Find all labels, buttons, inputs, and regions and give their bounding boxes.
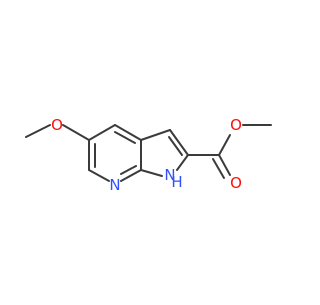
- bond-c6-n7: [88, 169, 110, 182]
- bond-o1-c5: [62, 124, 90, 141]
- bond-methyl-o1: [25, 124, 51, 138]
- bond-n1-c7a: [140, 169, 163, 177]
- bond-c3a-c4: [114, 124, 142, 141]
- bond-ccarbonyl-ocarbonyl-inner: [212, 158, 225, 179]
- bond-c2-n1: [176, 154, 189, 171]
- bond-ccarbonyl-ocarbonyl: [218, 154, 231, 176]
- atom-label-nitrogen-pyrrole: N: [164, 166, 175, 184]
- bond-c3-c2: [169, 129, 189, 156]
- structure-diagram: O N N H O O: [25, 116, 272, 194]
- molecule-drawing: O N N H O O: [25, 116, 272, 194]
- bonds: [25, 124, 272, 182]
- atom-label-nitrogen-pyridine: N: [109, 176, 120, 194]
- atom-label-oxygen-methoxy: O: [51, 116, 63, 134]
- bond-c5-c4: [88, 124, 116, 141]
- atom-labels: O N N H O O: [51, 116, 242, 194]
- bond-c3a-c3: [140, 129, 171, 141]
- bond-c3-c2-inner: [168, 136, 183, 156]
- atom-label-oxygen-ester: O: [230, 116, 242, 134]
- bond-n7-c7a-inner: [120, 165, 137, 175]
- bond-ccarbonyl-oester: [218, 134, 231, 156]
- bond-c3a-c4-inner: [114, 131, 136, 144]
- atom-label-hydrogen-nh: H: [171, 173, 182, 191]
- bond-n7-c7a: [120, 169, 142, 182]
- atom-label-oxygen-carbonyl: O: [230, 174, 242, 192]
